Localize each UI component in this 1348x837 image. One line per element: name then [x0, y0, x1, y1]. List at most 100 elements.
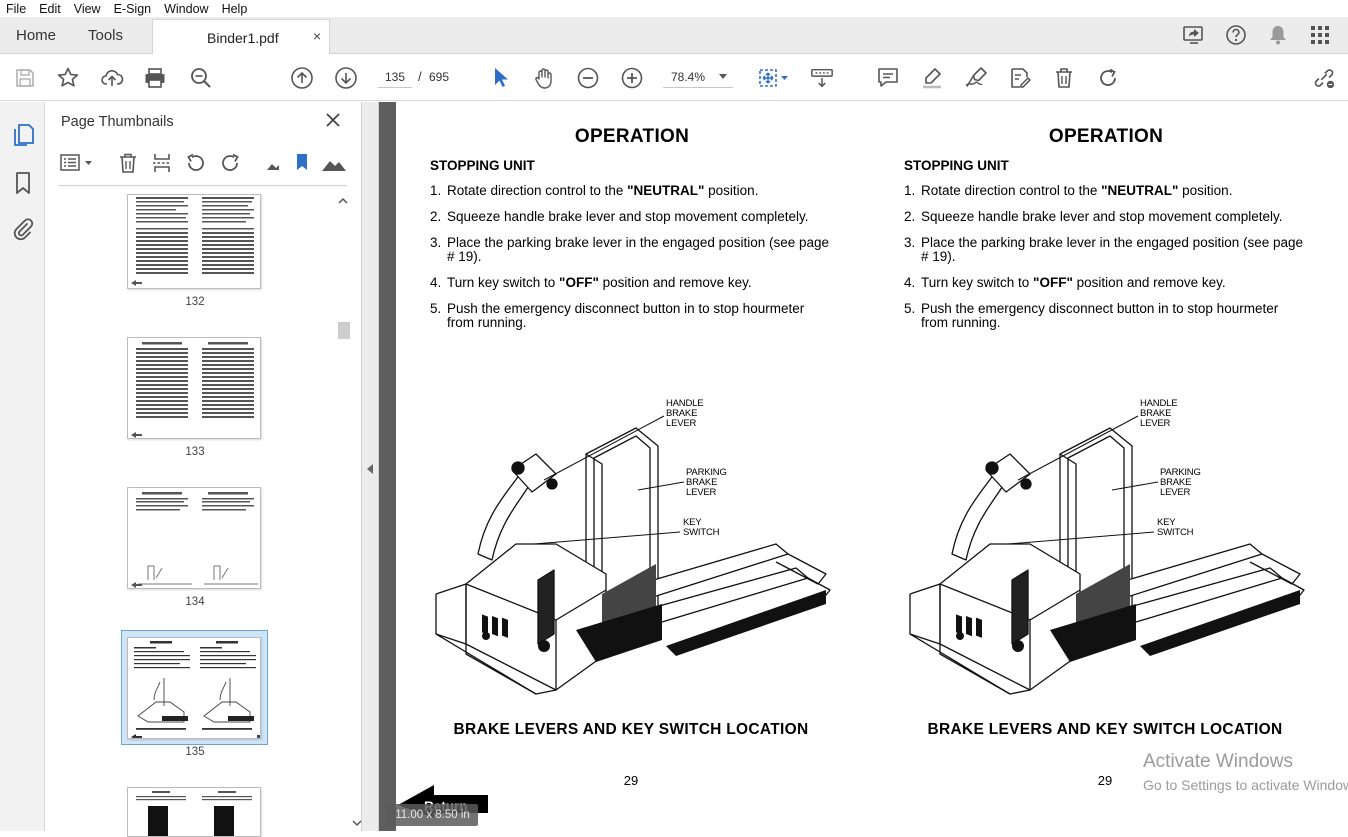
previous-page-icon[interactable] — [290, 66, 314, 90]
step-text: Push the emergency disconnect button in … — [921, 301, 1279, 330]
callout-handle-brake-lever-line: BRAKE — [1140, 408, 1172, 419]
pdf-page: OPERATION STOPPING UNIT 1.Rotate directi… — [396, 102, 1348, 831]
step-number: 5. — [904, 301, 916, 316]
step-item: 3.Place the parking brake lever in the e… — [430, 236, 834, 264]
step-item: 5. Push the emergency disconnect button i… — [904, 302, 1308, 330]
rotate-icon[interactable] — [1096, 66, 1120, 90]
thumbnail-page-135[interactable] — [127, 637, 261, 739]
scroll-up-icon[interactable] — [336, 194, 350, 208]
step-text: Turn key switch to — [447, 275, 560, 290]
thumbnail-options-menu-icon[interactable] — [59, 152, 95, 174]
close-panel-icon[interactable] — [323, 110, 343, 130]
thumbnail-page-134[interactable] — [127, 487, 261, 589]
callout-handle-brake-lever-line: BRAKE — [666, 408, 698, 419]
steps-list: 1.Rotate direction control to the "NEUTR… — [430, 184, 834, 342]
notification-bell-icon[interactable] — [1268, 24, 1288, 46]
rotate-counterclockwise-icon[interactable] — [185, 152, 207, 174]
menu-window[interactable]: Window — [164, 1, 209, 16]
zoom-level-dropdown[interactable]: 78.4% — [663, 66, 733, 88]
step-text-end: position. — [1178, 183, 1233, 198]
panel-collapse-handle[interactable] — [362, 102, 379, 831]
step-text: Place the parking brake lever in the eng… — [447, 235, 830, 264]
delete-page-icon[interactable] — [117, 152, 139, 174]
small-thumbnails-icon[interactable] — [265, 152, 281, 174]
menu-view[interactable]: View — [73, 1, 101, 16]
rotate-clockwise-icon[interactable] — [219, 152, 241, 174]
bookmark-star-icon[interactable] — [56, 66, 80, 90]
comment-icon[interactable] — [876, 66, 900, 90]
step-item: 4.Turn key switch to "OFF" position and … — [430, 276, 834, 290]
step-number: 2. — [904, 209, 916, 224]
step-number: 1. — [430, 183, 442, 198]
step-text: Place the parking brake lever in the eng… — [921, 235, 1304, 264]
scroll-mode-icon[interactable] — [810, 66, 834, 90]
help-icon[interactable] — [1225, 24, 1247, 46]
callout-parking-brake-lever-line: LEVER — [1160, 487, 1191, 498]
link-edit-icon[interactable] — [1312, 66, 1336, 90]
callout-parking-brake-lever-line: PARKING — [1160, 467, 1201, 478]
large-thumbnails-icon[interactable] — [321, 152, 347, 174]
fit-page-icon[interactable] — [756, 66, 790, 90]
hand-tool-icon[interactable] — [532, 66, 556, 90]
thumbnail-scrollbar[interactable] — [336, 194, 362, 831]
callout-parking-brake-lever-line: PARKING — [686, 467, 727, 478]
zoom-out-icon[interactable] — [576, 66, 600, 90]
callout-parking-brake-lever-line: BRAKE — [686, 477, 718, 488]
menu-edit[interactable]: Edit — [39, 1, 61, 16]
callout-handle-brake-lever-line: LEVER — [1140, 418, 1171, 429]
step-number: 4. — [430, 275, 442, 290]
menu-help[interactable]: Help — [221, 1, 248, 16]
scroll-down-icon[interactable] — [350, 816, 364, 830]
step-item: 4.Turn key switch to "OFF" position and … — [904, 276, 1308, 290]
fill-sign-icon[interactable] — [1008, 66, 1032, 90]
callout-handle-brake-lever-line: HANDLE — [666, 398, 704, 409]
step-emphasis: "NEUTRAL" — [1101, 183, 1179, 198]
tab-document[interactable]: Binder1.pdf × — [152, 19, 330, 55]
thumbnail-page-133[interactable] — [127, 337, 261, 439]
tab-close-button[interactable]: × — [313, 28, 322, 44]
page-column-right: OPERATION STOPPING UNIT 1.Rotate directi… — [870, 102, 1305, 831]
apps-grid-icon[interactable] — [1310, 24, 1330, 46]
scrollbar-thumb[interactable] — [338, 322, 350, 339]
thumbnail-page-136[interactable] — [127, 787, 261, 837]
draw-pen-icon[interactable] — [964, 66, 988, 90]
chevron-down-icon — [719, 74, 727, 79]
step-item: 3.Place the parking brake lever in the e… — [904, 236, 1308, 264]
thumbnail-label-135: 135 — [185, 746, 205, 758]
thumbnail-page-132[interactable] — [127, 194, 261, 289]
section-title: OPERATION — [1048, 126, 1164, 147]
callout-handle-brake-lever-line: HANDLE — [1140, 398, 1178, 409]
tab-tools[interactable]: Tools — [88, 27, 124, 44]
delete-trash-icon[interactable] — [1052, 66, 1076, 90]
select-cursor-icon[interactable] — [488, 66, 512, 90]
callout-key-switch-line: SWITCH — [1157, 527, 1194, 538]
page-size-indicator: 11.00 x 8.50 in — [387, 804, 478, 826]
print-icon[interactable] — [143, 66, 167, 90]
tab-home[interactable]: Home — [16, 27, 57, 44]
thumbnail-label-134: 134 — [185, 596, 205, 608]
upload-cloud-icon[interactable] — [100, 66, 124, 90]
next-page-icon[interactable] — [334, 66, 358, 90]
callout-key-switch-line: KEY — [683, 517, 702, 528]
extract-pages-icon[interactable] — [151, 152, 173, 174]
page-thumbnails-icon[interactable] — [11, 122, 35, 146]
attachments-paperclip-icon[interactable] — [11, 216, 35, 241]
share-screen-icon[interactable] — [1182, 24, 1206, 46]
section-subtitle: STOPPING UNIT — [904, 158, 1009, 173]
highlight-pen-icon[interactable] — [920, 66, 944, 90]
panel-divider — [59, 185, 347, 186]
bookmarks-icon[interactable] — [11, 170, 35, 194]
pagination-marker-icon[interactable] — [295, 152, 309, 174]
thumbnail-label-133: 133 — [185, 446, 205, 458]
menu-esign[interactable]: E-Sign — [113, 1, 152, 16]
zoom-search-icon[interactable] — [189, 66, 213, 90]
step-text: Turn key switch to — [921, 275, 1034, 290]
zoom-in-icon[interactable] — [620, 66, 644, 90]
step-number: 5. — [430, 301, 442, 316]
page-number-input[interactable] — [378, 66, 412, 88]
save-icon[interactable] — [13, 66, 37, 90]
menu-file[interactable]: File — [6, 1, 27, 16]
section-title: OPERATION — [574, 126, 690, 147]
